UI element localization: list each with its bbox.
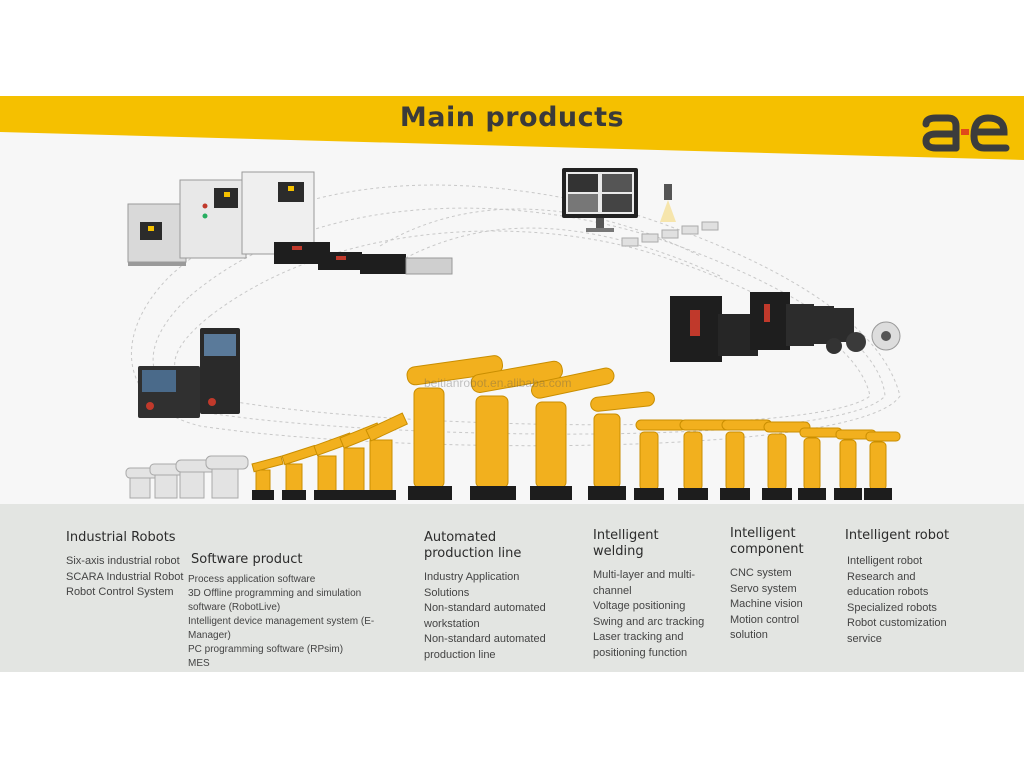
list-item: Process application software [188, 574, 316, 585]
product-slide: Main products [0, 96, 1024, 672]
category-items: Process application software 3D Offline … [188, 573, 384, 671]
list-item: Laser tracking and positioning function [593, 631, 688, 659]
product-illustration [125, 168, 901, 500]
list-item: Non-standard automated workstation [424, 602, 546, 630]
category-title: Intelligent welding [593, 528, 659, 559]
robot-controller-cabinets [127, 171, 315, 266]
list-item: Swing and arc tracking [593, 615, 705, 628]
list-item: Machine vision [730, 598, 803, 610]
list-item: Non-standard automated production line [424, 633, 546, 661]
category-items: CNC system Servo system Machine vision M… [730, 566, 830, 644]
list-item: SCARA Industrial Robot [66, 570, 184, 583]
list-item: Robot customization service [847, 617, 947, 645]
category-title: Intelligent component [730, 526, 804, 557]
list-item: CNC system [730, 567, 792, 579]
list-item: Industry Application Solutions [424, 571, 520, 599]
info-panel: Industrial Robots Six-axis industrial ro… [0, 504, 1024, 672]
category-items: Six-axis industrial robot SCARA Industri… [66, 554, 184, 601]
vision-monitor [562, 168, 719, 247]
category-automated-production-line: Automated production line Industry Appli… [424, 530, 562, 663]
list-item: Intelligent robot [847, 555, 923, 567]
watermark: beitianrobot.en.alibaba.com [424, 376, 572, 390]
list-item: Multi-layer and multi-channel [593, 569, 696, 597]
list-item: Motion control solution [730, 613, 800, 642]
list-item: Six-axis industrial robot [66, 555, 180, 567]
list-item: Specialized robots [847, 601, 937, 614]
header-band [0, 96, 1024, 160]
category-software-product: Software product Process application sof… [188, 552, 384, 671]
category-intelligent-component: Intelligent component CNC system Servo s… [730, 526, 830, 644]
category-title: Industrial Robots [66, 530, 176, 545]
category-intelligent-robot: Intelligent robot Intelligent robot Rese… [845, 528, 965, 647]
page-title: Main products [399, 102, 625, 133]
cnc-panels [138, 328, 240, 418]
category-title: Software product [191, 552, 303, 567]
list-item: Intelligent device management system (E-… [188, 616, 375, 641]
category-intelligent-welding: Intelligent welding Multi-layer and mult… [593, 528, 713, 661]
category-items: Multi-layer and multi-channel Voltage po… [593, 568, 713, 661]
category-items: Intelligent robot Research and education… [845, 554, 965, 647]
list-item: Voltage positioning [593, 600, 686, 612]
list-item: Servo system [730, 582, 797, 595]
scara-robots [125, 455, 249, 499]
category-title: Automated production line [424, 530, 522, 561]
six-axis-robots [251, 355, 901, 500]
category-industrial-robots: Industrial Robots Six-axis industrial ro… [66, 530, 184, 601]
list-item: Research and education robots [847, 570, 929, 599]
list-item: Robot Control System [66, 586, 174, 598]
list-item: 3D Offline programming and simulation so… [188, 588, 362, 613]
brand-logo [922, 114, 1010, 152]
servo-drives [670, 292, 901, 362]
list-item: MES [188, 658, 210, 669]
drive-boxes [274, 242, 453, 275]
category-items: Industry Application Solutions Non-stand… [424, 570, 562, 663]
category-title: Intelligent robot [845, 528, 950, 543]
list-item: PC programming software (RPsim) [188, 644, 344, 655]
